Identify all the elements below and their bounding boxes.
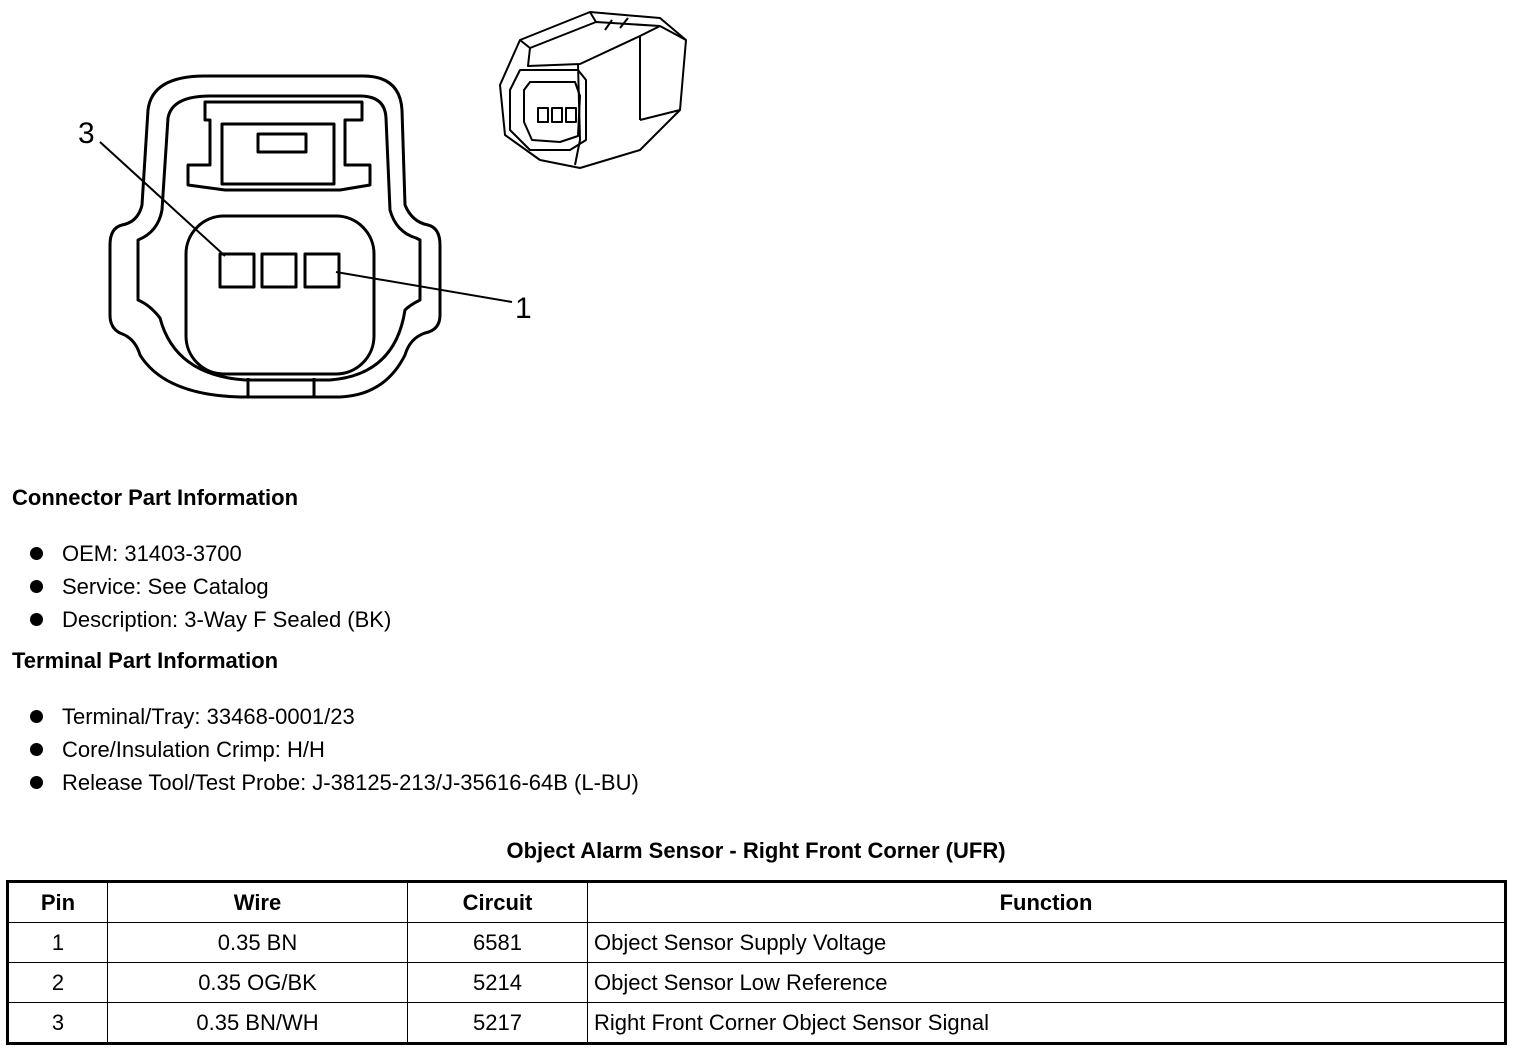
pin-3-cavity [218,252,256,289]
connector-outer-shell [108,74,442,399]
list-item: Terminal/Tray: 33468-0001/23 [30,700,639,733]
cell-circuit: 5217 [407,1002,588,1044]
terminal-cavity [184,214,376,376]
header-circuit: Circuit [407,881,588,923]
connector-info-list: OEM: 31403-3700 Service: See Catalog Des… [30,537,391,636]
latch-tab [256,132,308,154]
cell-function: Right Front Corner Object Sensor Signal [587,1002,1506,1044]
latch-window [220,122,336,186]
latch-housing [186,100,372,192]
header-pin: Pin [7,881,108,923]
pin-3-label: 3 [78,117,95,150]
pin-1-label: 1 [515,292,532,325]
header-wire: Wire [107,881,408,923]
pin-1-leader [335,271,513,303]
cell-circuit: 5214 [407,962,588,1003]
list-item: Service: See Catalog [30,570,391,603]
bullet-icon [30,710,43,723]
cell-function: Object Sensor Supply Voltage [587,922,1506,963]
list-item: OEM: 31403-3700 [30,537,391,570]
table-row: 2 0.35 OG/BK 5214 Object Sensor Low Refe… [7,962,1506,1003]
bullet-icon [30,776,43,789]
table-header-row: Pin Wire Circuit Function [7,881,1506,923]
bullet-icon [30,743,43,756]
terminal-info-list: Terminal/Tray: 33468-0001/23 Core/Insula… [30,700,639,799]
cell-circuit: 6581 [407,922,588,963]
header-function: Function [587,881,1506,923]
pinout-table: Pin Wire Circuit Function 1 0.35 BN 6581… [6,880,1507,1045]
cell-pin: 1 [7,922,108,963]
table-row: 3 0.35 BN/WH 5217 Right Front Corner Obj… [7,1002,1506,1044]
terminal-info-heading: Terminal Part Information [12,648,279,673]
list-item: Release Tool/Test Probe: J-38125-213/J-3… [30,766,639,799]
cell-wire: 0.35 BN/WH [107,1002,408,1044]
list-item: Core/Insulation Crimp: H/H [30,733,639,766]
connector-info-heading: Connector Part Information [12,485,299,510]
cell-pin: 2 [7,962,108,1003]
pinout-table-title: Object Alarm Sensor - Right Front Corner… [506,838,1006,863]
connector-diagram: 3 1 [78,11,687,399]
bullet-icon [30,613,43,626]
cell-wire: 0.35 OG/BK [107,962,408,1003]
pin-3-leader [99,141,226,257]
pin-1-cavity [303,252,341,289]
bullet-icon [30,547,43,560]
cell-function: Object Sensor Low Reference [587,962,1506,1003]
cell-wire: 0.35 BN [107,922,408,963]
cell-pin: 3 [7,1002,108,1044]
table-row: 1 0.35 BN 6581 Object Sensor Supply Volt… [7,922,1506,963]
pin-2-cavity [260,252,298,289]
connector-inner-shell [136,94,422,382]
bullet-icon [30,580,43,593]
connector-3d-view [499,11,687,169]
list-item: Description: 3-Way F Sealed (BK) [30,603,391,636]
